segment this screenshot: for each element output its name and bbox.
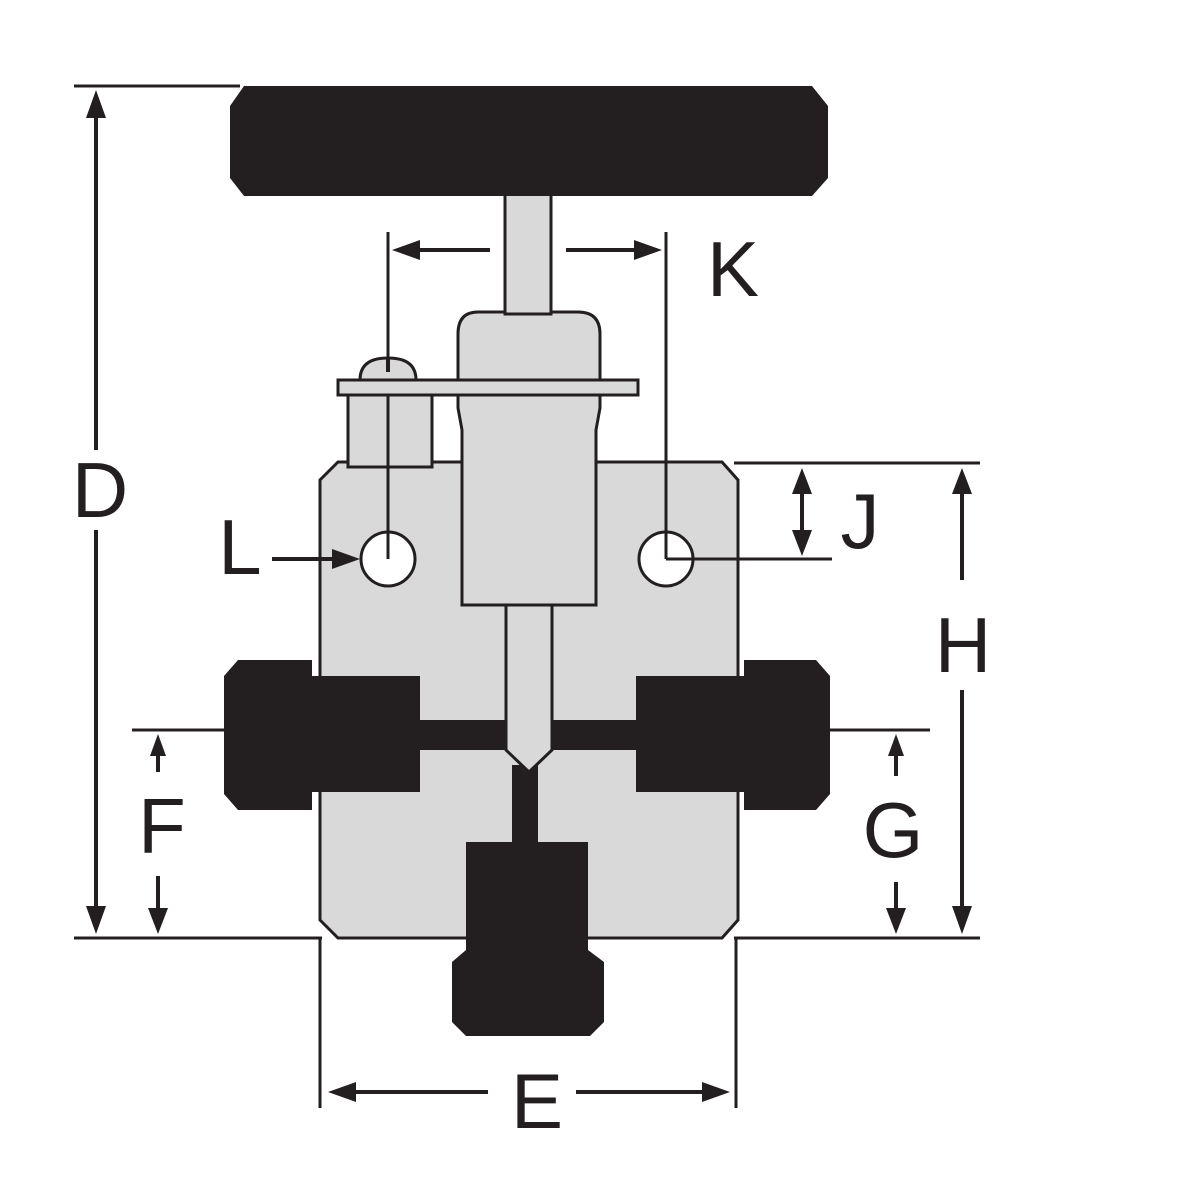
dimension-k: K — [392, 225, 759, 313]
handle-t-bar — [230, 86, 828, 196]
label-h: H — [935, 601, 991, 689]
needle-stem — [504, 598, 554, 775]
label-k: K — [707, 225, 759, 313]
lock-plate — [336, 378, 640, 397]
label-g: G — [863, 786, 924, 874]
right-fitting — [636, 660, 830, 810]
bonnet — [456, 310, 602, 607]
dimension-g: G — [863, 734, 924, 934]
dimension-j: J — [792, 468, 880, 565]
extension-lines — [74, 84, 980, 1108]
dimension-l: L — [218, 503, 360, 591]
left-fitting — [224, 660, 420, 810]
dimension-e: E — [328, 1057, 730, 1145]
vertical-passage — [512, 765, 538, 850]
lock-post — [346, 393, 434, 469]
dimension-f: F — [138, 734, 186, 934]
label-f: F — [138, 782, 186, 870]
dimension-d: D — [72, 90, 128, 934]
bottom-fitting — [452, 842, 604, 1036]
valve-body — [224, 86, 830, 1036]
handle-shaft — [503, 190, 553, 316]
dimension-h: H — [935, 468, 991, 934]
label-e: E — [511, 1057, 563, 1145]
label-d: D — [72, 446, 128, 534]
label-j: J — [841, 477, 880, 565]
label-l: L — [218, 503, 261, 591]
